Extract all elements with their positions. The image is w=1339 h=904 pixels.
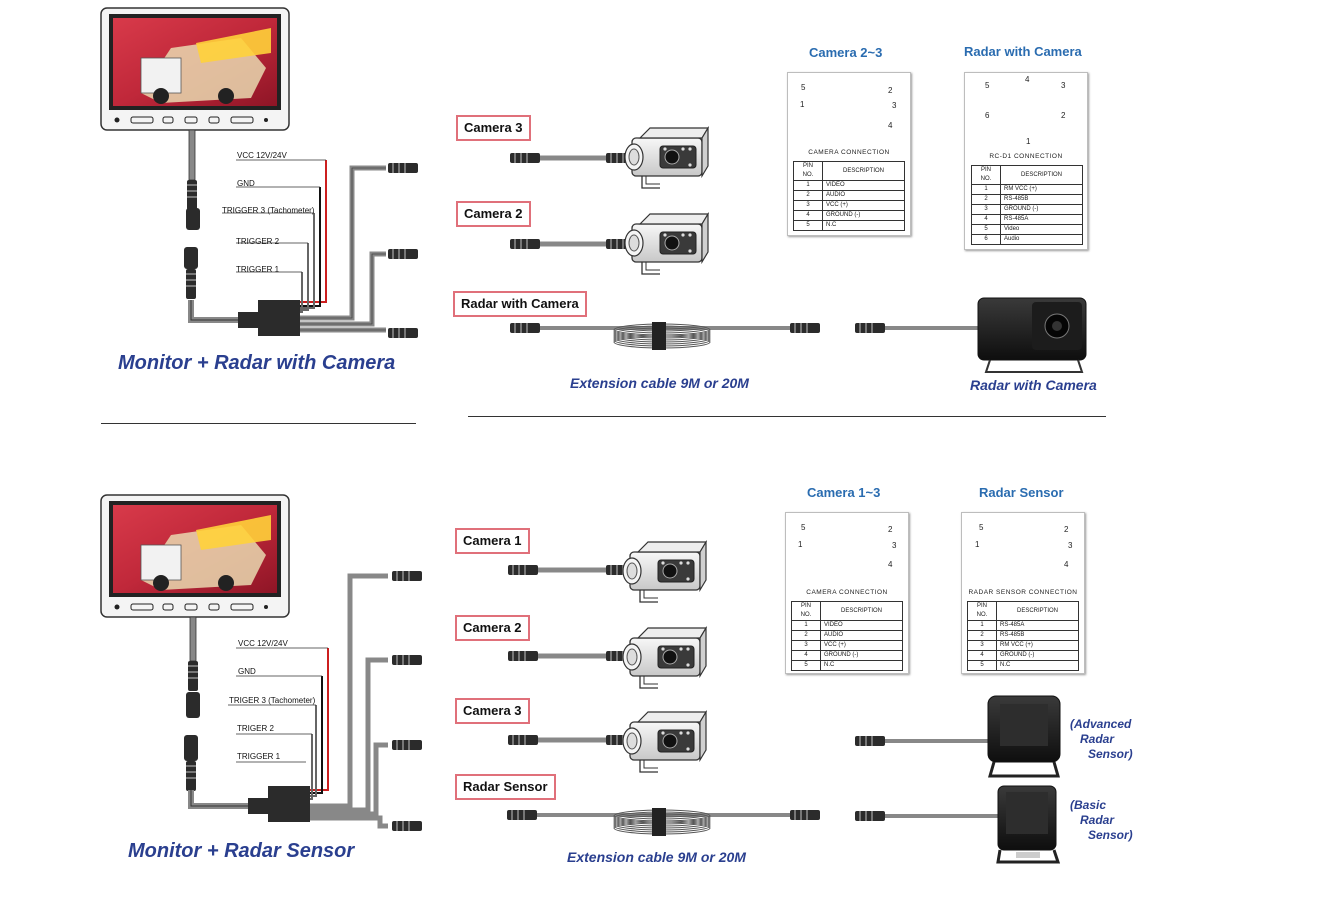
bottom-monitor: [100, 494, 290, 618]
camera-2-device-b: [622, 627, 707, 689]
basic-radar-sensor-device: [996, 785, 1061, 864]
bottom-wire-trigger2: TRIGER 2: [237, 724, 274, 733]
bottom-pin-cam-box: 5 1 2 3 4 CAMERA CONNECTION PIN NO.DESCR…: [785, 512, 909, 674]
extension-cable-coil-b: [613, 807, 711, 837]
camera-3-device: [624, 127, 709, 189]
top-wire-vcc: VCC 12V/24V: [237, 151, 287, 160]
top-pin-radar-title: Radar with Camera: [964, 44, 1082, 59]
bottom-wire-vcc: VCC 12V/24V: [238, 639, 288, 648]
top-extension-cable-caption: Extension cable 9M or 20M: [570, 375, 749, 391]
top-label-camera-2: Camera 2: [456, 201, 531, 227]
top-pin-cam-box: 5 1 2 3 4 CAMERA CONNECTION PIN NO.DESCR…: [787, 72, 911, 236]
radar-with-camera-device: [977, 297, 1087, 373]
bottom-label-camera-3: Camera 3: [455, 698, 530, 724]
extension-cable-coil: [613, 321, 711, 351]
bottom-wire-trigger3: TRIGER 3 (Tachometer): [229, 696, 316, 705]
top-wire-gnd: GND: [237, 179, 255, 188]
bottom-wire-gnd: GND: [238, 667, 256, 676]
bottom-pin-radar-box: 5 1 2 3 4 RADAR SENSOR CONNECTION PIN NO…: [961, 512, 1085, 674]
camera-2-device: [624, 213, 709, 275]
top-left-rule: [101, 423, 416, 424]
bottom-pin-radar-conn-name: RADAR SENSOR CONNECTION: [968, 589, 1078, 596]
bottom-pin-cam-title: Camera 1~3: [807, 485, 881, 500]
top-pin-radar-box: 5 4 3 6 2 1 RC-D1 CONNECTION PIN NO.DESC…: [964, 72, 1088, 250]
bottom-label-camera-2: Camera 2: [455, 615, 530, 641]
camera-1-device: [622, 541, 707, 603]
top-label-camera-3: Camera 3: [456, 115, 531, 141]
advanced-radar-sensor-device: [987, 695, 1061, 778]
bottom-pin-radar-title: Radar Sensor: [979, 485, 1064, 500]
top-wire-trigger1: TRIGGER 1: [236, 265, 280, 274]
camera-3-device-b: [622, 711, 707, 773]
bottom-label-radar-sensor: Radar Sensor: [455, 774, 556, 800]
top-pin-cam-conn-name: CAMERA CONNECTION: [808, 149, 890, 156]
advanced-radar-sensor-note: (Advanced Radar Sensor): [1070, 717, 1133, 761]
top-monitor: [100, 7, 290, 131]
bottom-section-title: Monitor + Radar Sensor: [128, 840, 355, 862]
top-wire-trigger2: TRIGGER 2: [236, 237, 280, 246]
basic-radar-sensor-note: (Basic Radar Sensor): [1070, 798, 1133, 842]
top-right-rule: [468, 416, 1106, 417]
top-section-title: Monitor + Radar with Camera: [118, 352, 396, 374]
bottom-pin-cam-conn-name: CAMERA CONNECTION: [806, 589, 888, 596]
bottom-label-camera-1: Camera 1: [455, 528, 530, 554]
top-radar-caption: Radar with Camera: [970, 377, 1097, 393]
top-label-radar-with-camera: Radar with Camera: [453, 291, 587, 317]
bottom-extension-cable-caption: Extension cable 9M or 20M: [567, 849, 746, 865]
top-pin-radar-conn-name: RC-D1 CONNECTION: [989, 153, 1063, 160]
top-wire-trigger3: TRIGGER 3 (Tachometer): [222, 206, 315, 215]
bottom-wire-trigger1: TRIGGER 1: [237, 752, 281, 761]
top-pin-cam-title: Camera 2~3: [809, 45, 883, 60]
